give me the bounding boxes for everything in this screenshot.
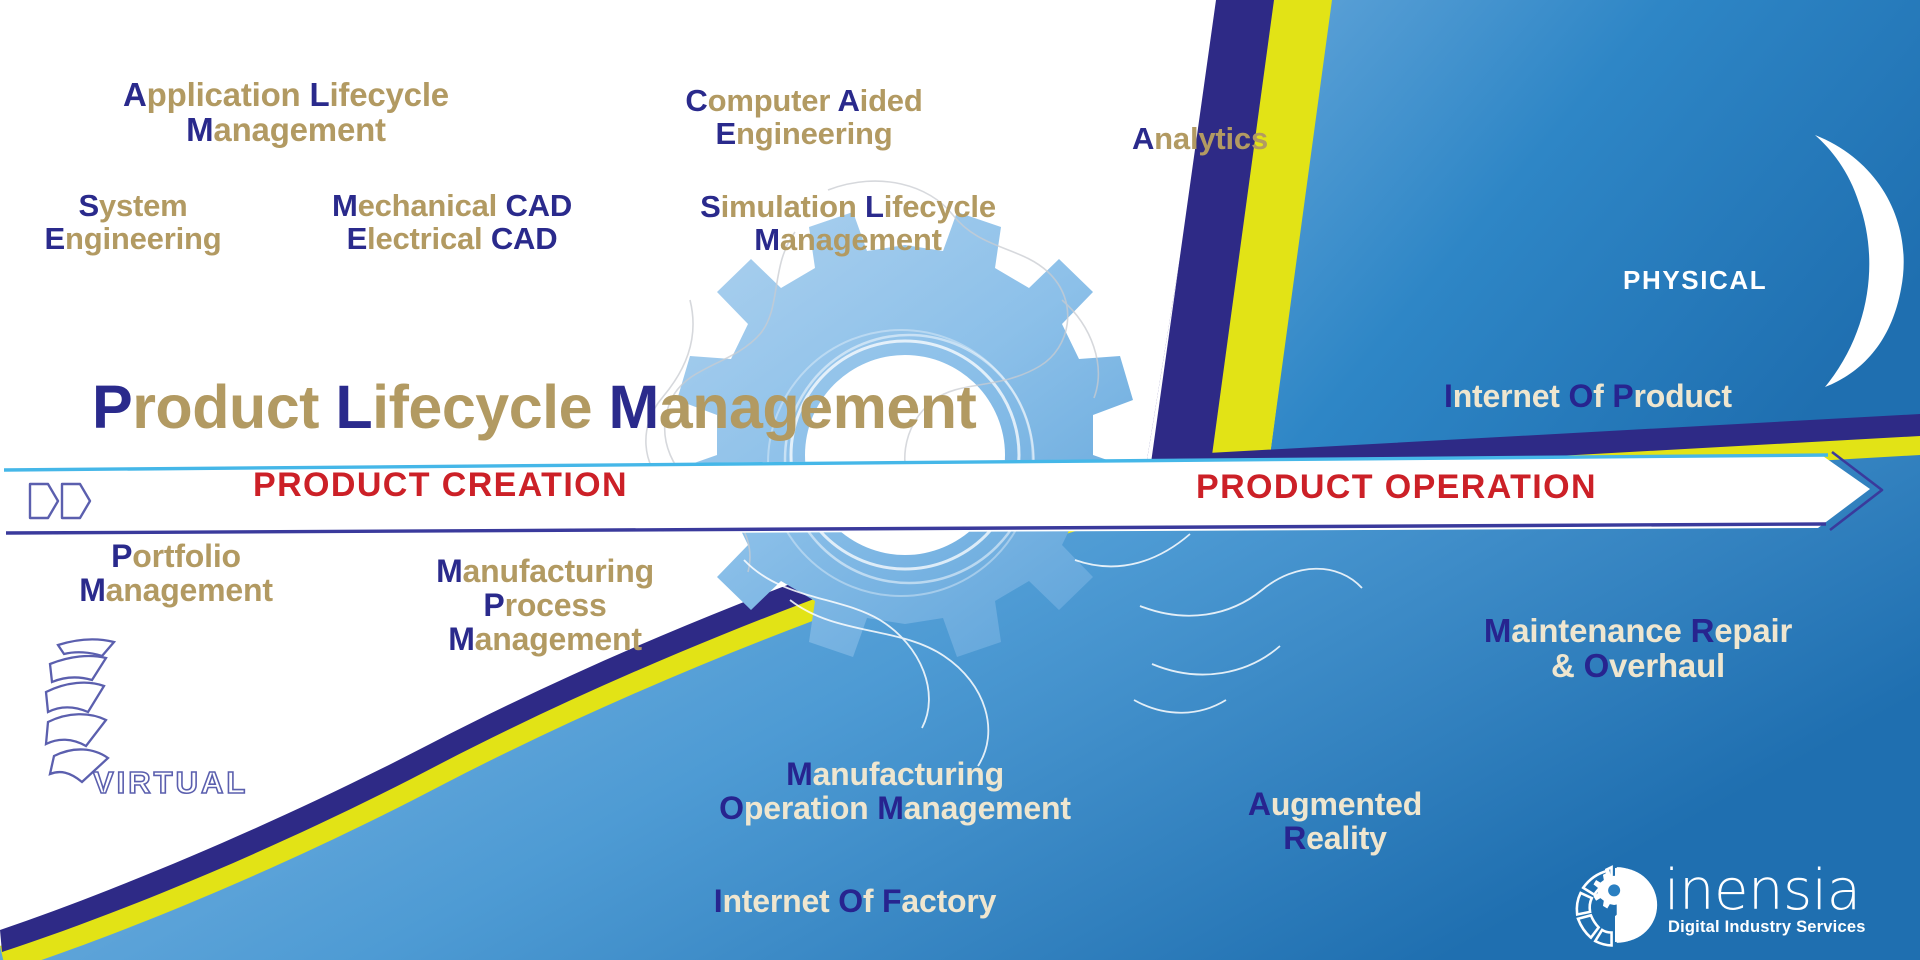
term-line-2: & Overhaul: [1550, 646, 1726, 684]
term-system-engineering: System Engineering: [44, 188, 222, 256]
term-line-3: Management: [448, 620, 642, 657]
page-title: Product Lifecycle Management: [92, 373, 977, 441]
term-line-1: System: [78, 188, 188, 223]
logo-tagline: Digital Industry Services: [1668, 918, 1866, 936]
crescent-icon: [1815, 135, 1904, 387]
term-line-2: Operation Management: [719, 789, 1071, 826]
term-line-1: Computer Aided: [685, 83, 923, 118]
term-augmented-reality: Augmented Reality: [1247, 786, 1423, 856]
zone-label-physical: PHYSICAL: [1623, 265, 1768, 295]
term-line-1: Manufacturing: [786, 756, 1004, 792]
segmented-crescent-icon: [44, 638, 117, 784]
banner-label-product-creation: PRODUCT CREATION: [253, 466, 628, 504]
zone-label-virtual: VIRTUAL: [92, 764, 249, 801]
term-mechanical-electrical-cad: Mechanical CAD Electrical CAD: [331, 188, 573, 256]
term-line-1: Portfolio: [111, 538, 241, 574]
term-line-1: Mechanical CAD: [331, 188, 573, 223]
term-line-2: Reality: [1283, 819, 1387, 856]
term-portfolio-management: Portfolio Management: [79, 538, 273, 608]
term-computer-aided-engineering: Computer Aided Engineering: [685, 83, 923, 151]
term-manufacturing-operation-management: Manufacturing Operation Management: [719, 756, 1071, 826]
term-line-1: Manufacturing: [436, 553, 654, 589]
banner-label-product-operation: PRODUCT OPERATION: [1196, 468, 1597, 506]
term-application-lifecycle-management: Application Lifecycle Management: [123, 76, 449, 148]
term-line-1: Application Lifecycle: [123, 76, 449, 113]
term-line-2: Process: [483, 586, 607, 623]
term-line-1: Maintenance Repair: [1483, 612, 1793, 649]
term-analytics: Analytics: [1131, 121, 1269, 156]
term-internet-of-factory: Internet Of Factory: [713, 883, 997, 919]
term-line-1: Analytics: [1131, 121, 1269, 156]
term-line-2: Management: [754, 221, 942, 257]
inensia-gear-circle-icon: [1575, 865, 1658, 947]
double-chevron-icon: [28, 482, 92, 520]
term-line-2: Management: [79, 571, 273, 608]
logo-wordmark: inensia: [1664, 858, 1861, 923]
term-line-2: Management: [186, 110, 386, 148]
term-line-2: Engineering: [715, 115, 893, 151]
term-line-1: Augmented: [1247, 786, 1423, 822]
term-simulation-lifecycle-management: Simulation Lifecycle Management: [700, 189, 996, 257]
term-line-2: Engineering: [44, 220, 222, 256]
term-line-2: Electrical CAD: [346, 220, 558, 256]
term-internet-of-product: Internet Of Product: [1444, 378, 1732, 414]
term-manufacturing-process-management: Manufacturing Process Management: [436, 553, 654, 657]
term-line-1: Simulation Lifecycle: [700, 189, 996, 224]
term-maintenance-repair-overhaul: Maintenance Repair & Overhaul: [1483, 612, 1793, 684]
inensia-logo: inensia Digital Industry Services: [1572, 858, 1902, 948]
